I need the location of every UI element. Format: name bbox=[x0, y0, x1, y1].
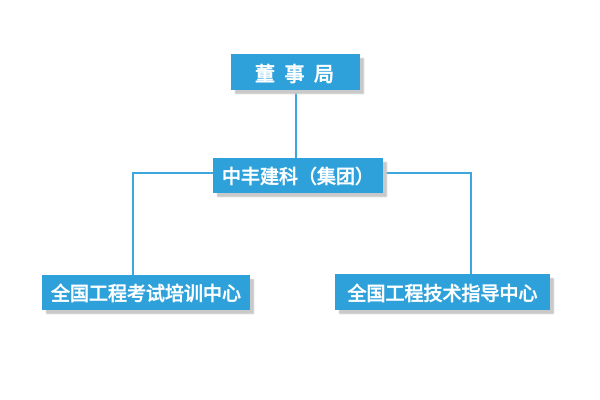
org-node-board: 董 事 局 bbox=[231, 54, 360, 90]
connector-group-left-horizontal bbox=[132, 172, 213, 174]
connector-to-training-center bbox=[132, 172, 134, 275]
org-node-board-label: 董 事 局 bbox=[254, 63, 337, 86]
org-node-group-label: 中丰建科（集团） bbox=[221, 167, 374, 188]
org-node-guidance-center: 全国工程技术指导中心 bbox=[335, 274, 550, 310]
connector-group-right-horizontal bbox=[383, 172, 472, 174]
connector-to-guidance-center bbox=[470, 172, 472, 274]
org-node-training-center-label: 全国工程考试培训中心 bbox=[50, 284, 241, 305]
org-node-training-center: 全国工程考试培训中心 bbox=[42, 275, 250, 310]
connector-board-to-group bbox=[295, 90, 297, 158]
org-node-group: 中丰建科（集团） bbox=[213, 158, 383, 193]
org-node-guidance-center-label: 全国工程技术指导中心 bbox=[347, 283, 538, 305]
